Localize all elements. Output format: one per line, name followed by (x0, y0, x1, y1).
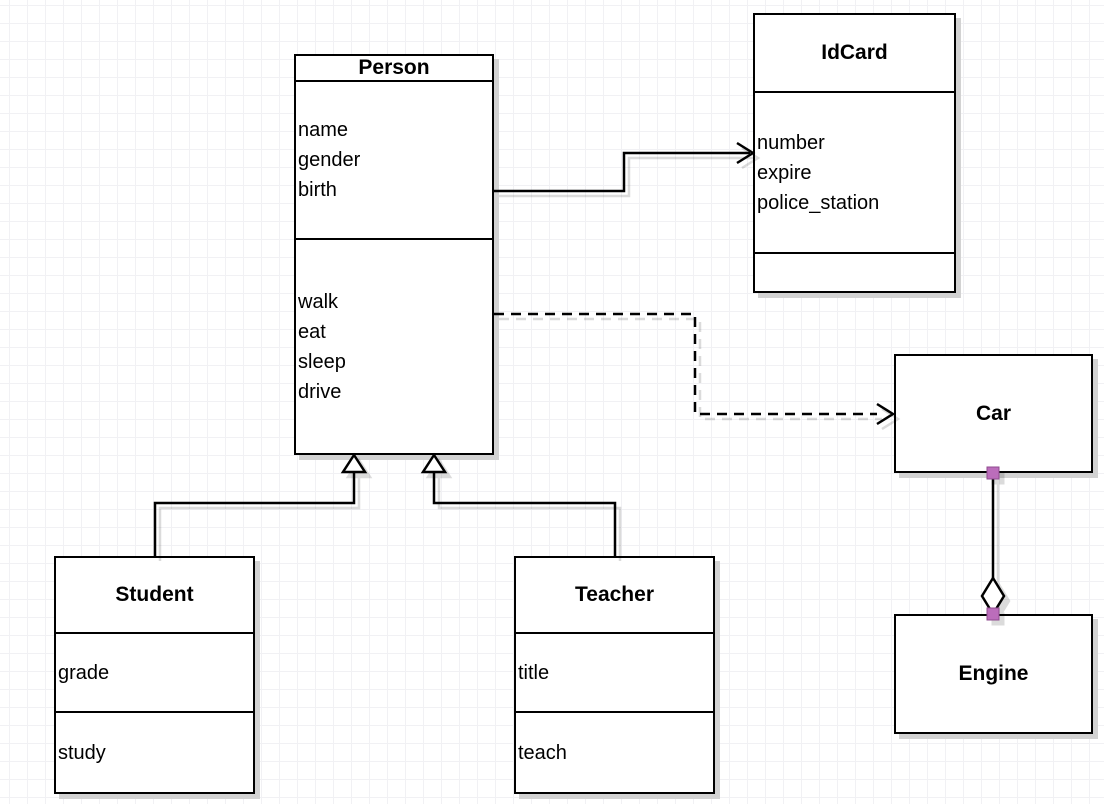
edge-person-idcard-association[interactable] (494, 141, 756, 193)
class-engine-title: Engine (958, 662, 1029, 685)
class-student-title: Student (56, 558, 253, 634)
class-student-attributes: grade (56, 634, 253, 713)
class-idcard-attributes: number expire police_station (755, 93, 954, 254)
method-label: eat (298, 320, 326, 343)
class-engine[interactable]: Engine (894, 614, 1093, 734)
method-label: sleep (298, 350, 346, 373)
endpoint-handle-engine[interactable] (986, 607, 1000, 621)
class-idcard-title: IdCard (755, 15, 954, 93)
edge-person-car-dependency[interactable] (494, 312, 896, 426)
class-person-title: Person (296, 56, 492, 82)
class-person-methods: walk eat sleep drive (296, 240, 492, 453)
hollow-triangle-icon (340, 452, 368, 474)
class-car-title: Car (975, 401, 1012, 425)
endpoint-handle-car[interactable] (986, 466, 1000, 480)
class-teacher[interactable]: Teacher title teach (514, 556, 715, 794)
open-arrowhead-icon (736, 141, 756, 165)
attribute-label: name (298, 119, 349, 141)
method-label: study (58, 741, 106, 764)
method-label: teach (518, 741, 567, 764)
hollow-triangle-icon (420, 452, 448, 474)
class-student[interactable]: Student grade study (54, 556, 255, 794)
method-label: drive (298, 380, 342, 403)
class-teacher-methods: teach (516, 713, 713, 792)
attribute-label: number (757, 131, 825, 154)
open-arrowhead-icon (876, 402, 896, 426)
edge-student-person-generalization[interactable] (153, 452, 368, 556)
attribute-label: title (518, 661, 550, 684)
class-student-methods: study (56, 713, 253, 792)
attribute-label: expire (757, 161, 812, 184)
class-person-attributes: name gender birth (296, 82, 492, 240)
edge-car-engine-aggregation[interactable] (980, 466, 1006, 621)
class-idcard[interactable]: IdCard number expire police_station (753, 13, 956, 293)
attribute-label: gender (298, 149, 361, 171)
class-teacher-title: Teacher (516, 558, 713, 634)
class-teacher-attributes: title (516, 634, 713, 713)
class-car[interactable]: Car (894, 354, 1093, 473)
attribute-label: birth (298, 179, 337, 201)
method-label: walk (298, 290, 339, 313)
attribute-label: grade (58, 661, 110, 684)
attribute-label: police_station (757, 191, 880, 214)
edge-teacher-person-generalization[interactable] (420, 452, 617, 556)
class-person[interactable]: Person name gender birth walk eat sleep … (294, 54, 494, 455)
